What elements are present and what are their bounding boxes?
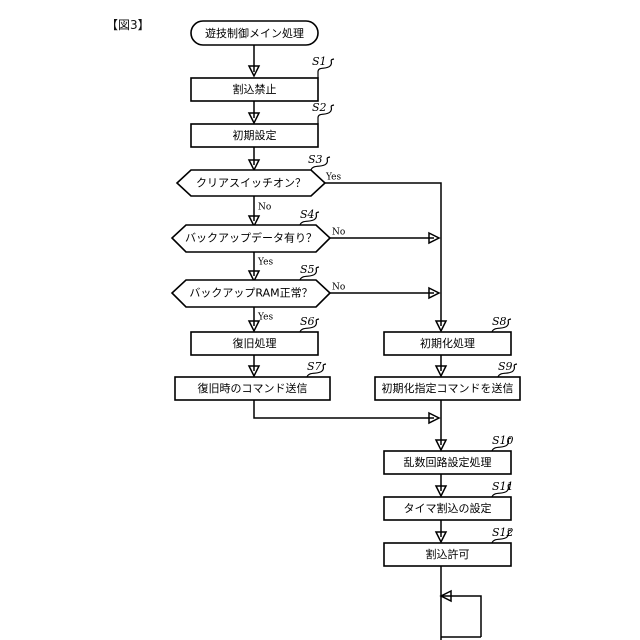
- node-s4-label: バックアップデータ有り？: [185, 231, 317, 245]
- step-marker-s5: S5: [299, 263, 320, 281]
- step-label-s11: S11: [492, 480, 514, 493]
- node-s1-label: 割込禁止: [233, 82, 277, 96]
- node-s10[interactable]: 乱数回路設定処理: [383, 450, 512, 475]
- node-s6[interactable]: 復旧処理: [190, 331, 319, 356]
- node-s10-label: 乱数回路設定処理: [404, 455, 492, 469]
- node-s7[interactable]: 復旧時のコマンド送信: [174, 376, 331, 401]
- step-label-s12: S12: [492, 526, 514, 539]
- connector-s3-yes-to-s8: [325, 182, 448, 333]
- step-marker-s10: S10: [491, 434, 514, 452]
- step-marker-s2: S2: [312, 101, 335, 124]
- connector-s4-no-to-spine: [330, 231, 441, 245]
- step-marker-s11: S11: [491, 480, 514, 498]
- step-marker-s9: S9: [497, 360, 518, 378]
- branch-label-s4-yes: Yes: [257, 258, 273, 268]
- node-s5-label: バックアップRAM正常？: [189, 287, 312, 300]
- connector-s6-to-s7: [247, 355, 261, 378]
- step-marker-s12: S12: [491, 526, 514, 544]
- step-marker-s8: S8: [491, 315, 512, 333]
- node-s7-label: 復旧時のコマンド送信: [198, 381, 308, 395]
- connector-s7-to-spine: [253, 400, 441, 425]
- node-s5[interactable]: バックアップRAM正常？: [170, 279, 332, 308]
- node-s2-label: 初期設定: [233, 128, 277, 142]
- connector-s3-no-to-s4: [247, 196, 261, 228]
- step-label-s6: S6: [300, 315, 315, 328]
- connector-s10-to-s11: [434, 474, 448, 498]
- node-s9-label: 初期化指定コマンドを送信: [382, 381, 514, 395]
- node-s11[interactable]: タイマ割込の設定: [383, 496, 512, 521]
- node-s8[interactable]: 初期化処理: [383, 331, 512, 356]
- node-s3[interactable]: クリアスイッチオン？: [175, 169, 327, 197]
- node-s6-label: 復旧処理: [233, 337, 277, 350]
- node-start-label: 遊技制御メイン処理: [205, 26, 304, 40]
- step-marker-s6: S6: [299, 315, 320, 333]
- step-label-s10: S10: [492, 434, 514, 447]
- connector-s9-to-s10: [434, 400, 448, 452]
- figure-title: 【図3】: [106, 18, 150, 32]
- step-marker-s1: S1: [312, 55, 335, 78]
- connector-s4-yes-to-s5: [247, 252, 261, 283]
- loop-back-path: [439, 589, 482, 638]
- node-s8-label: 初期化処理: [420, 336, 475, 350]
- step-label-s5: S5: [300, 263, 315, 276]
- branch-label-s3-yes: Yes: [325, 173, 341, 183]
- step-label-s9: S9: [498, 360, 513, 373]
- step-label-s1: S1: [312, 55, 327, 68]
- connector-s2-to-s3: [247, 147, 261, 172]
- node-s4[interactable]: バックアップデータ有り？: [170, 224, 332, 253]
- step-label-s4: S4: [300, 208, 315, 221]
- connector-s1-to-s2: [247, 101, 261, 125]
- step-label-s3: S3: [308, 153, 323, 166]
- node-s3-label: クリアスイッチオン？: [196, 177, 306, 190]
- step-label-s8: S8: [492, 315, 507, 328]
- step-marker-s7: S7: [306, 360, 327, 378]
- connector-s11-to-s12: [434, 520, 448, 544]
- node-start[interactable]: 遊技制御メイン処理: [190, 20, 319, 46]
- branch-label-s4-no: No: [332, 228, 345, 238]
- connector-s8-to-s9: [434, 355, 448, 378]
- connector-s5-yes-to-s6: [247, 307, 261, 333]
- step-label-s2: S2: [312, 101, 327, 114]
- node-s2[interactable]: 初期設定: [190, 123, 319, 148]
- branch-label-s3-no: No: [258, 203, 271, 213]
- connector-start-to-s1: [247, 45, 261, 78]
- step-marker-s3: S3: [308, 153, 331, 171]
- node-s1[interactable]: 割込禁止: [190, 77, 319, 102]
- node-s9[interactable]: 初期化指定コマンドを送信: [374, 376, 521, 401]
- step-label-s7: S7: [307, 360, 322, 373]
- node-s12[interactable]: 割込許可: [383, 542, 512, 567]
- node-s12-label: 割込許可: [426, 547, 470, 561]
- branch-label-s5-no: No: [332, 283, 345, 293]
- branch-label-s5-yes: Yes: [257, 313, 273, 323]
- connector-s5-no-to-spine: [330, 286, 441, 300]
- node-s11-label: タイマ割込の設定: [404, 501, 492, 515]
- step-marker-s4: S4: [299, 208, 320, 226]
